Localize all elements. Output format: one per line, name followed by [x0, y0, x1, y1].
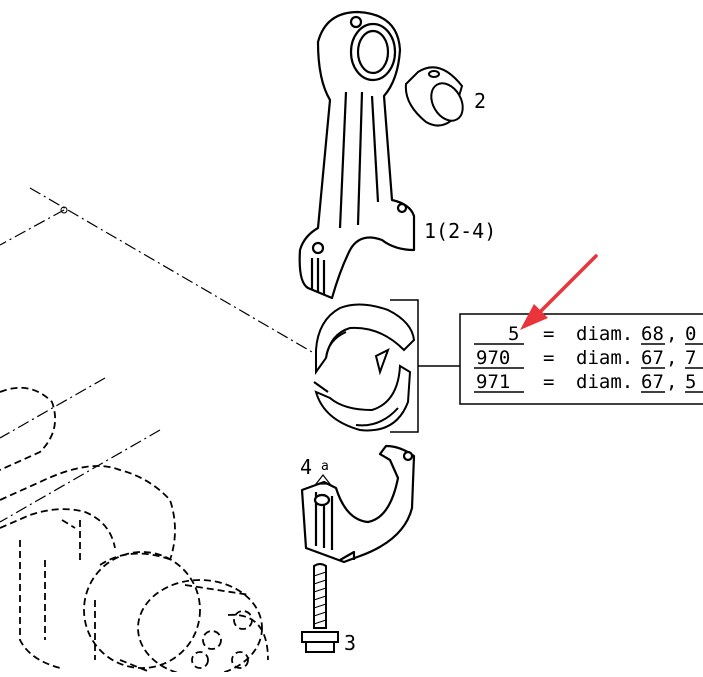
- diameter-decimal: 0: [685, 323, 696, 345]
- diameter-label: diam.: [576, 323, 633, 345]
- diameter-integer: 67: [641, 371, 664, 393]
- size-code: 971: [476, 371, 510, 393]
- size-table-row-1: 5 = diam. 68 , 0: [474, 323, 703, 345]
- decimal-comma: ,: [666, 371, 677, 393]
- size-table-row-2: 970 = diam. 67 , 7: [474, 347, 703, 369]
- decimal-comma: ,: [666, 323, 677, 345]
- size-table-row-3: 971 = diam. 67 , 5: [474, 371, 703, 393]
- callout-cap-ref: 4: [300, 455, 312, 479]
- callout-cap-ref-sub: a: [321, 459, 329, 474]
- red-arrow-shaft: [538, 254, 598, 314]
- callout-conrod: 1(2-4): [424, 219, 496, 243]
- callout-bolt: 3: [344, 631, 356, 655]
- equals-sign: =: [543, 347, 554, 369]
- crankshaft-outline: [0, 386, 269, 677]
- red-arrow-head: [520, 304, 548, 330]
- center-dot: [60, 206, 68, 214]
- size-table-box: [459, 313, 703, 405]
- size-code: 5: [508, 323, 519, 345]
- equals-sign: =: [543, 323, 554, 345]
- bearing-shell-upper: [315, 303, 416, 376]
- decimal-comma: ,: [666, 347, 677, 369]
- small-end-bushing: [404, 66, 464, 127]
- connecting-rod: [298, 10, 416, 300]
- diameter-integer: 68: [641, 323, 664, 345]
- size-code: 970: [476, 347, 510, 369]
- cap-ref-marker: [314, 474, 332, 485]
- bearing-shell-lower: [313, 364, 412, 432]
- equals-sign: =: [543, 371, 554, 393]
- center-line: [0, 187, 313, 523]
- diameter-label: diam.: [576, 347, 633, 369]
- callout-bushing: 2: [474, 89, 486, 113]
- diameter-integer: 67: [641, 347, 664, 369]
- diameter-label: diam.: [576, 371, 633, 393]
- rod-cap: [300, 444, 416, 564]
- diameter-decimal: 7: [685, 347, 696, 369]
- red-arrow-icon: [520, 254, 598, 330]
- cap-bolt: [301, 563, 339, 653]
- diameter-decimal: 5: [685, 371, 696, 393]
